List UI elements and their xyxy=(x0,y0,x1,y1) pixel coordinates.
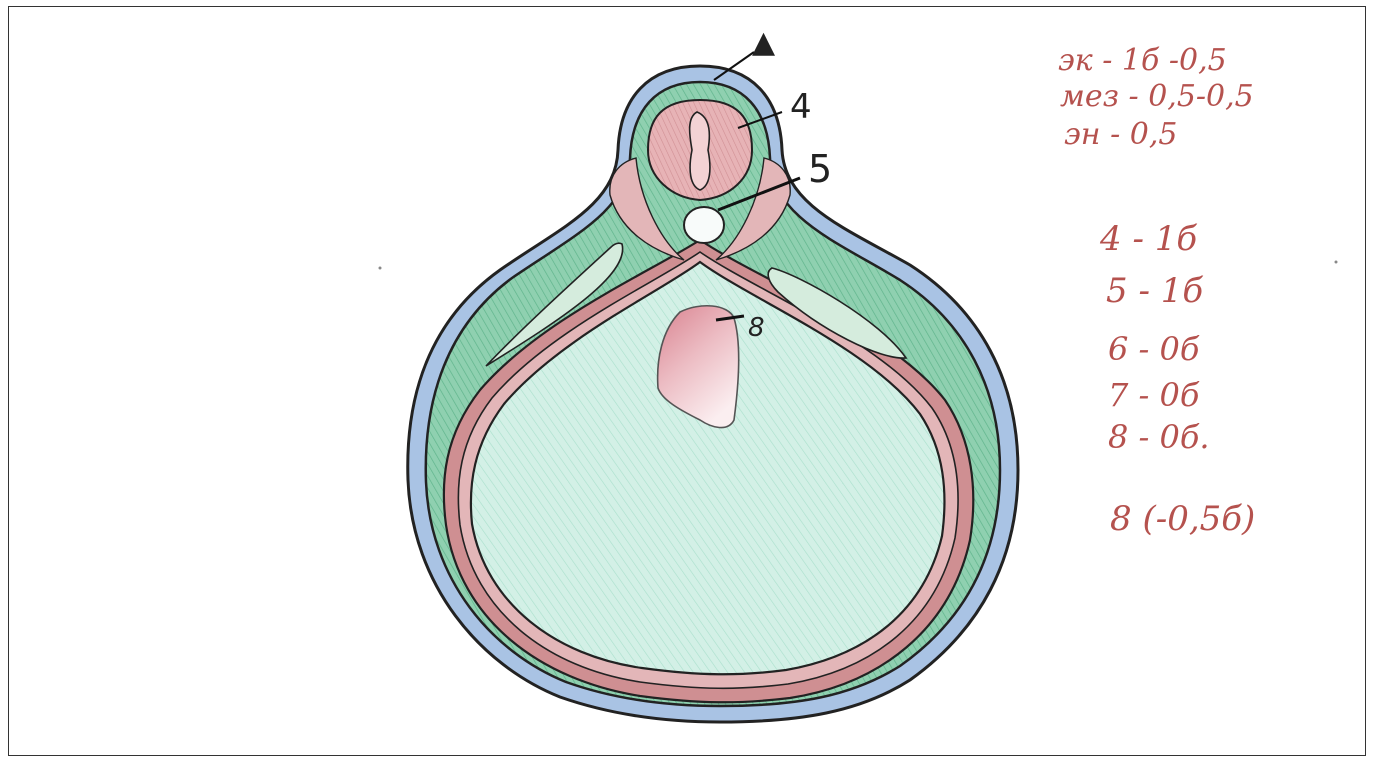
note-line-2: мез - 0,5-0,5 xyxy=(1060,79,1254,114)
note-line-7: 7 - 0б xyxy=(1108,376,1200,414)
label-8: 8 xyxy=(748,313,765,343)
note-line-6: 6 - 0б xyxy=(1108,330,1200,368)
notochord xyxy=(684,207,724,243)
note-line-8: 8 - 0б. xyxy=(1108,418,1210,456)
note-line-4: 4 - 1б xyxy=(1099,219,1197,259)
note-line-9: 8 (-0,5б) xyxy=(1110,499,1255,539)
stray-dot xyxy=(1335,261,1338,264)
stray-dot xyxy=(379,267,382,270)
note-line-3: эн - 0,5 xyxy=(1064,117,1177,152)
grading-notes: эк - 1б -0,5 мез - 0,5-0,5 эн - 0,5 4 - … xyxy=(1058,43,1255,539)
note-line-1: эк - 1б -0,5 xyxy=(1058,43,1227,78)
label-4: 4 xyxy=(790,87,812,127)
neural-canal xyxy=(690,112,710,190)
label-5: 5 xyxy=(808,147,832,191)
note-line-5: 5 - 1б xyxy=(1106,271,1203,311)
label-top-marker: ▲ xyxy=(752,25,775,60)
